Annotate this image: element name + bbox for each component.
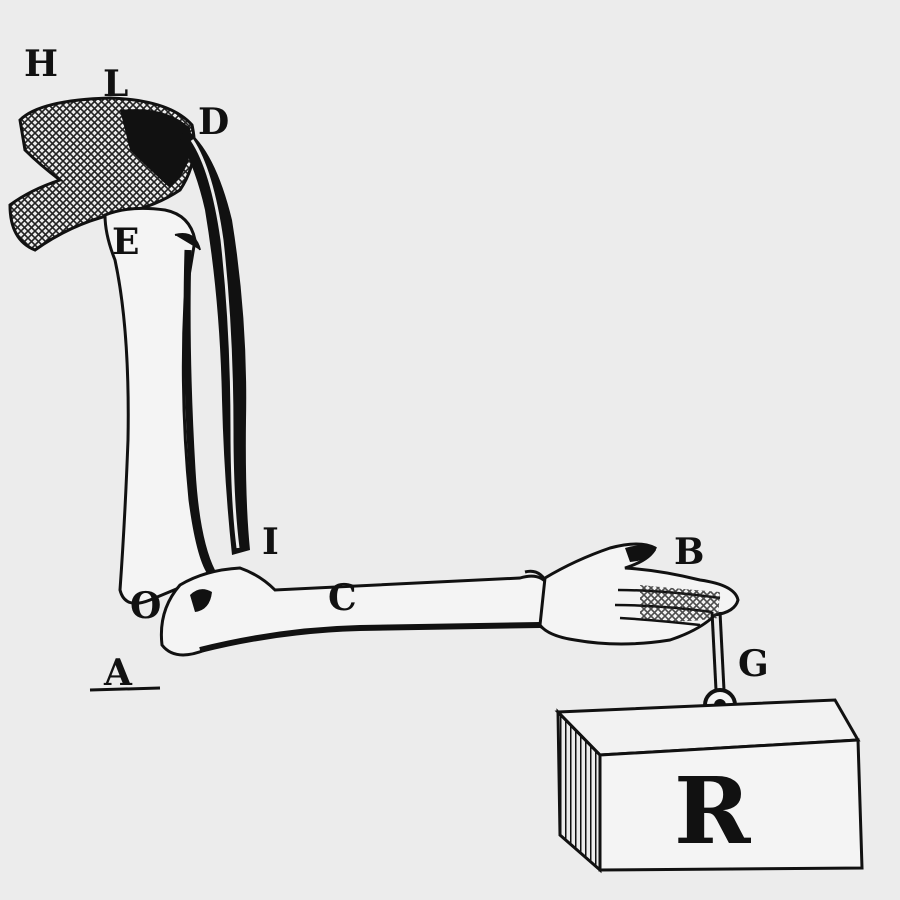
- label-h: H: [24, 43, 59, 85]
- humerus-bone: [103, 206, 216, 605]
- label-e: E: [112, 221, 140, 263]
- label-c: C: [328, 577, 357, 619]
- label-a: A: [104, 652, 132, 694]
- label-d: D: [198, 101, 230, 143]
- label-i: I: [262, 521, 279, 563]
- label-r: R: [674, 757, 751, 865]
- label-l: L: [103, 63, 129, 105]
- label-o: O: [130, 585, 162, 627]
- weight-box: [554, 698, 864, 874]
- a-underline: [89, 686, 161, 692]
- label-b: B: [674, 531, 705, 573]
- biceps-muscle: [180, 128, 250, 555]
- label-g: G: [738, 643, 769, 685]
- hand: [538, 542, 740, 646]
